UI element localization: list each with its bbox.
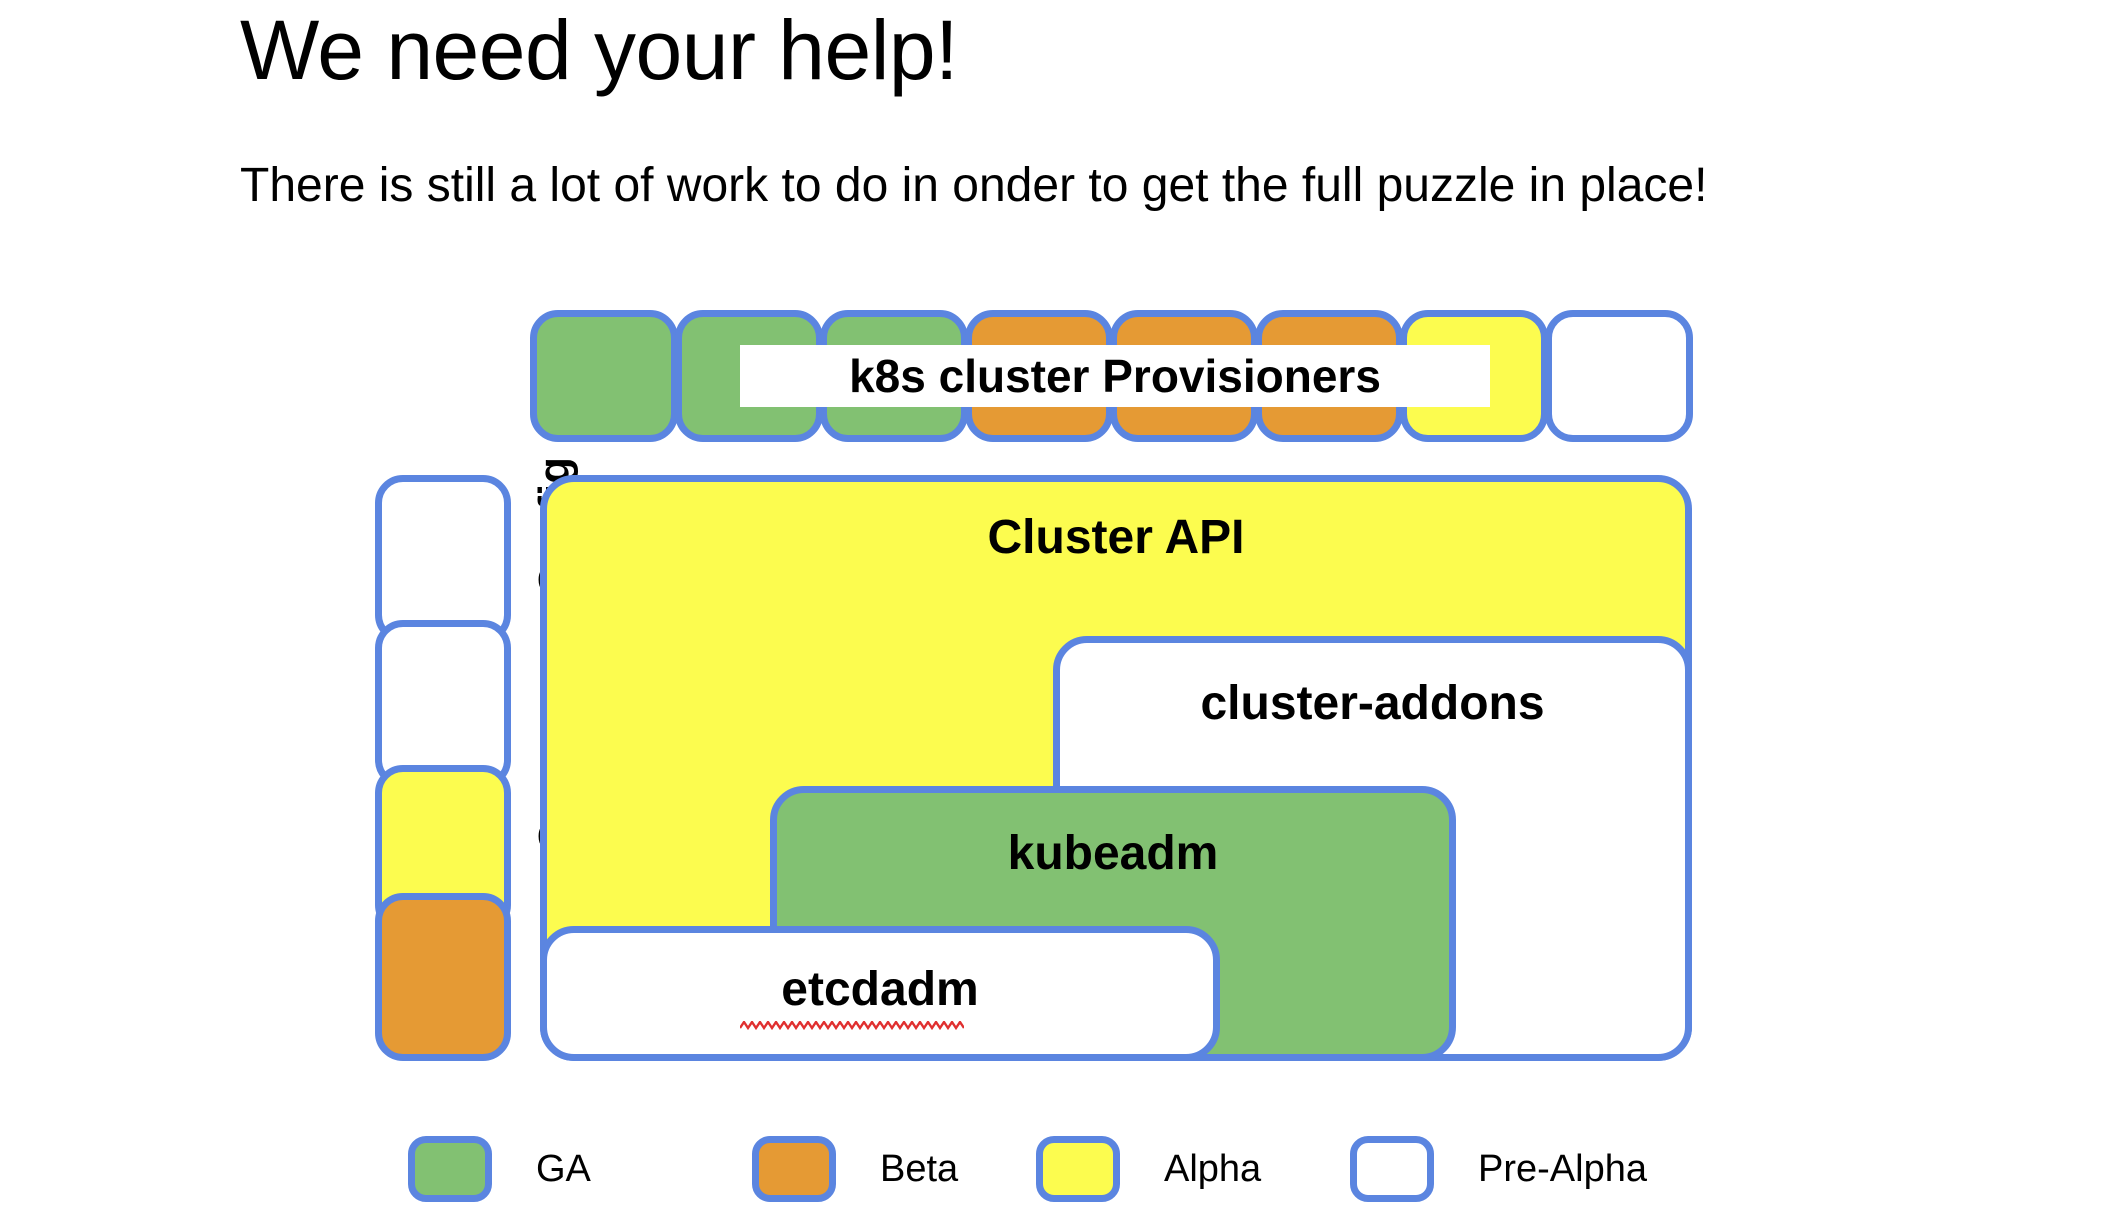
spellcheck-underline-icon <box>740 1021 964 1030</box>
legend-label-beta: Beta <box>880 1147 959 1190</box>
puzzle-piece-kubeadm-label: kubeadm <box>1007 827 1219 880</box>
legend-label-alpha: Alpha <box>1164 1147 1262 1190</box>
legend-swatch-ga-icon <box>408 1136 492 1202</box>
legend-label-pre-alpha: Pre-Alpha <box>1478 1147 1647 1190</box>
puzzle-piece-cluster-api-label: Cluster API <box>987 511 1245 564</box>
component-config-tile-2 <box>375 620 511 788</box>
component-config-tile-4 <box>375 893 511 1061</box>
legend-swatch-pre-alpha-icon <box>1350 1136 1434 1202</box>
puzzle-piece-cluster-addons-label: cluster-addons <box>1200 677 1545 730</box>
page-subtitle: There is still a lot of work to do in on… <box>240 159 1708 212</box>
puzzle-piece-etcdadm <box>540 926 1220 1061</box>
provisioner-group-label: k8s cluster Provisioners <box>740 345 1490 407</box>
provisioner-tile-1 <box>530 310 678 442</box>
legend-item-alpha: Alpha <box>1036 1124 1261 1214</box>
legend-swatch-beta-icon <box>752 1136 836 1202</box>
legend-label-ga: GA <box>536 1147 591 1190</box>
puzzle-piece-etcdadm-label: etcdadm <box>781 963 979 1016</box>
provisioner-tile-8 <box>1545 310 1693 442</box>
legend-item-ga: GA <box>408 1124 591 1214</box>
component-config-tile-1 <box>375 475 511 643</box>
legend-item-pre-alpha: Pre-Alpha <box>1350 1124 1647 1214</box>
legend-swatch-alpha-icon <box>1036 1136 1120 1202</box>
legend: GA Beta Alpha Pre-Alpha <box>0 1124 2126 1214</box>
page-title: We need your help! <box>240 3 958 97</box>
legend-item-beta: Beta <box>752 1124 958 1214</box>
